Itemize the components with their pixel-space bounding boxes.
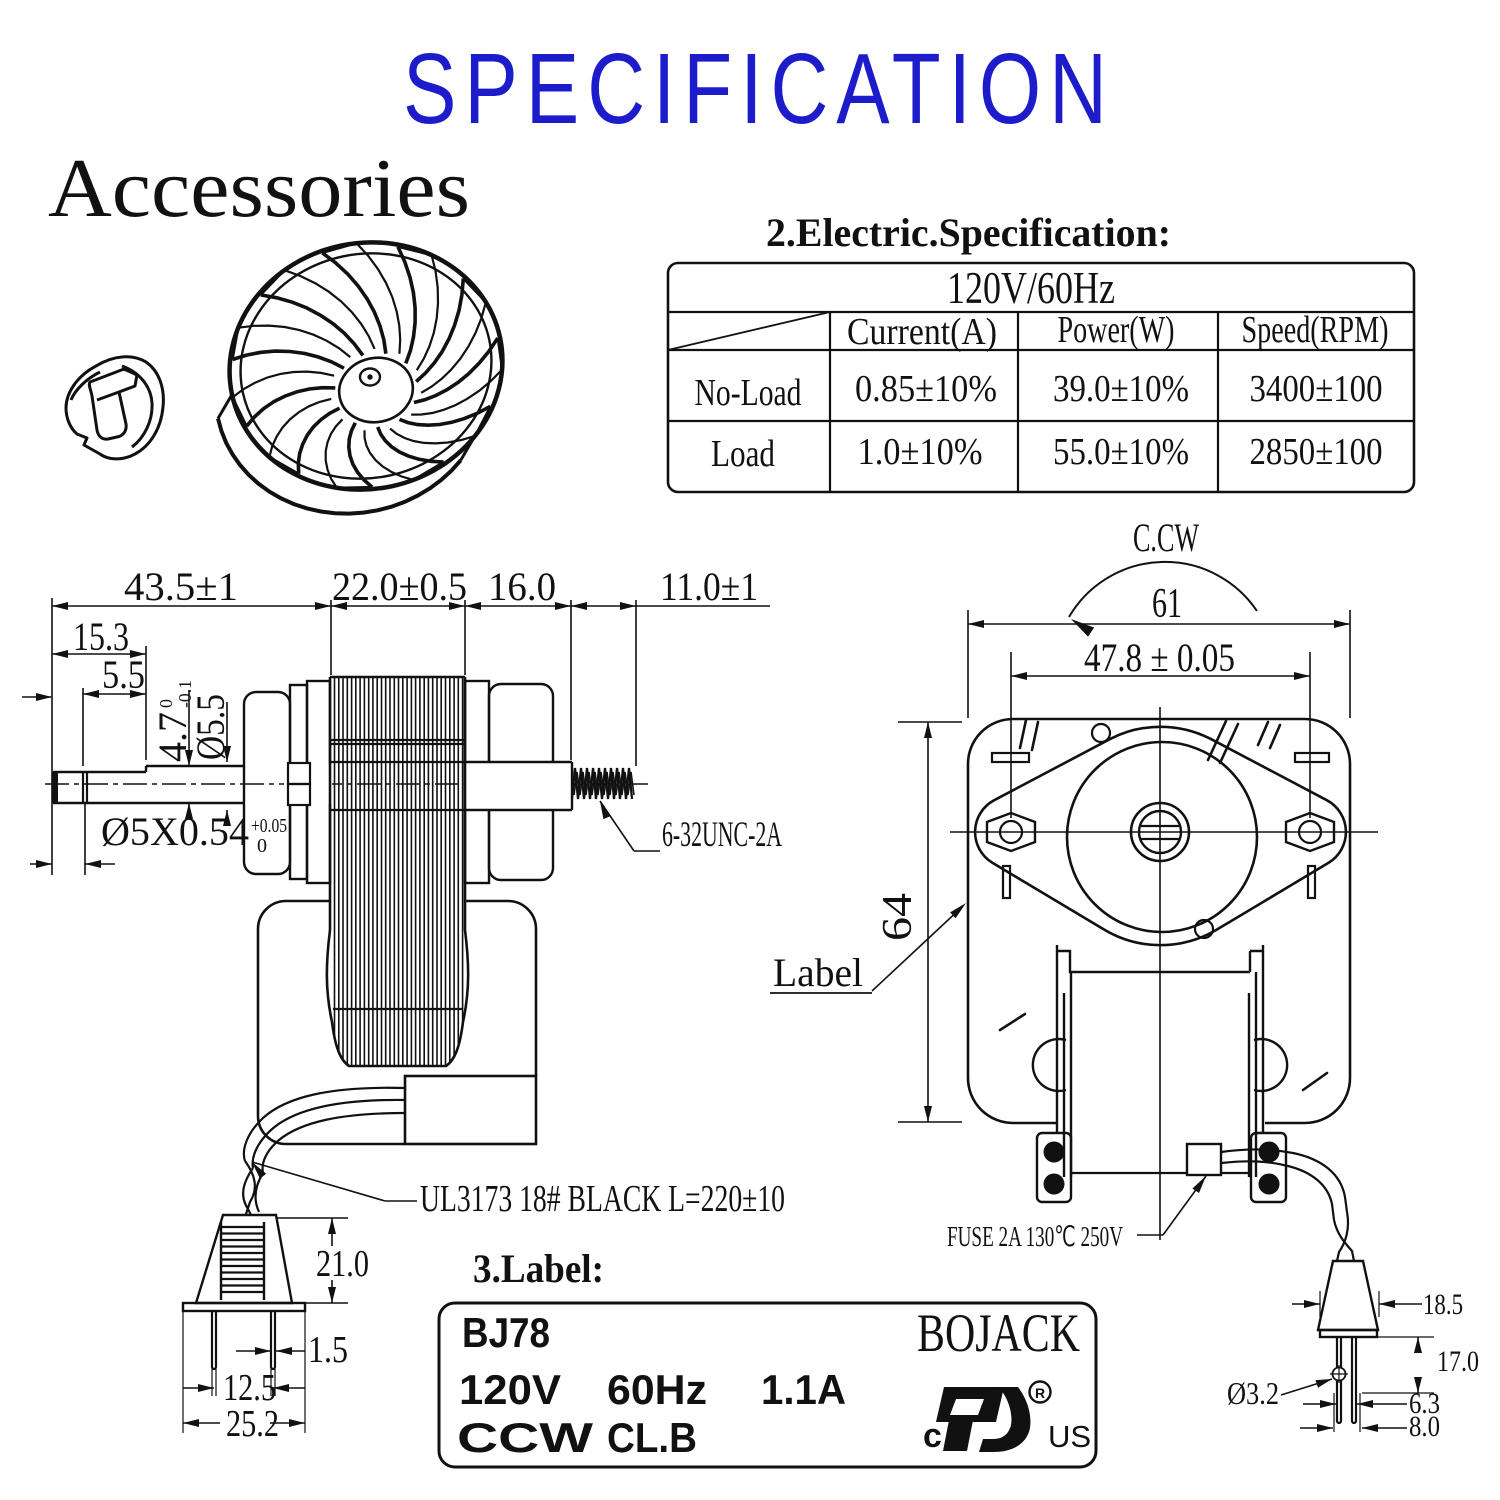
svg-text:SPECIFICATION: SPECIFICATION [403, 33, 1115, 145]
svg-text:15.3: 15.3 [73, 614, 129, 659]
svg-text:Power(W): Power(W) [1058, 309, 1175, 351]
svg-text:R: R [1035, 1385, 1045, 1401]
svg-text:C.CW: C.CW [1133, 515, 1199, 560]
svg-text:Ø3.2: Ø3.2 [1227, 1375, 1279, 1411]
svg-text:47.8 ± 0.05: 47.8 ± 0.05 [1084, 635, 1235, 680]
svg-text:120V/60Hz: 120V/60Hz [947, 263, 1115, 313]
svg-text:55.0±10%: 55.0±10% [1053, 431, 1189, 473]
svg-text:43.5±1: 43.5±1 [124, 564, 238, 609]
svg-text:3400±100: 3400±100 [1250, 368, 1383, 410]
svg-text:2.Electric.Specification:: 2.Electric.Specification: [766, 210, 1171, 255]
svg-text:6-32UNC-2A: 6-32UNC-2A [662, 814, 782, 854]
svg-text:18.5: 18.5 [1423, 1288, 1463, 1321]
svg-text:12.5: 12.5 [223, 1367, 276, 1409]
svg-text:6.3: 6.3 [1409, 1387, 1440, 1420]
svg-text:CCW: CCW [457, 1414, 593, 1461]
svg-text:2850±100: 2850±100 [1250, 431, 1383, 473]
svg-text:11.0±1: 11.0±1 [660, 564, 758, 609]
svg-text:21.0: 21.0 [316, 1243, 369, 1285]
svg-text:16.0: 16.0 [488, 564, 556, 609]
svg-text:22.0±0.5: 22.0±0.5 [332, 564, 467, 609]
svg-text:1.1A: 1.1A [761, 1366, 846, 1413]
svg-text:No-Load: No-Load [695, 372, 802, 414]
svg-text:5.5: 5.5 [102, 652, 145, 697]
svg-text:-0.1: -0.1 [175, 680, 195, 708]
svg-text:Load: Load [711, 433, 775, 475]
svg-text:64: 64 [875, 893, 921, 941]
svg-text:c: c [923, 1417, 942, 1455]
svg-text:0: 0 [257, 835, 267, 857]
svg-text:120V: 120V [459, 1366, 561, 1413]
svg-text:25.2: 25.2 [226, 1403, 279, 1445]
svg-text:Speed(RPM): Speed(RPM) [1242, 309, 1389, 351]
svg-text:0: 0 [156, 699, 176, 708]
svg-text:39.0±10%: 39.0±10% [1053, 368, 1189, 410]
svg-text:1.5: 1.5 [308, 1329, 348, 1371]
svg-text:1.0±10%: 1.0±10% [858, 431, 983, 473]
svg-text:CL.B: CL.B [607, 1414, 697, 1461]
svg-text:0.85±10%: 0.85±10% [855, 368, 997, 410]
svg-text:17.0: 17.0 [1437, 1345, 1479, 1378]
svg-text:61: 61 [1152, 581, 1182, 627]
svg-text:60Hz: 60Hz [607, 1366, 707, 1413]
svg-text:US: US [1048, 1419, 1091, 1454]
svg-text:Ø5X0.54: Ø5X0.54 [101, 809, 249, 854]
svg-text:Current(A): Current(A) [847, 311, 997, 353]
svg-text:8.0: 8.0 [1409, 1410, 1440, 1443]
svg-text:UL3173 18# BLACK L=220±10: UL3173 18# BLACK L=220±10 [420, 1178, 785, 1220]
svg-text:BOJACK: BOJACK [917, 1303, 1080, 1363]
svg-text:Accessories: Accessories [48, 142, 470, 235]
svg-text:3.Label:: 3.Label: [473, 1246, 604, 1291]
svg-text:Label: Label [773, 950, 863, 995]
svg-text:+0.05: +0.05 [251, 815, 287, 837]
svg-text:BJ78: BJ78 [462, 1309, 550, 1356]
svg-text:FUSE 2A 130℃ 250V: FUSE 2A 130℃ 250V [947, 1222, 1123, 1253]
